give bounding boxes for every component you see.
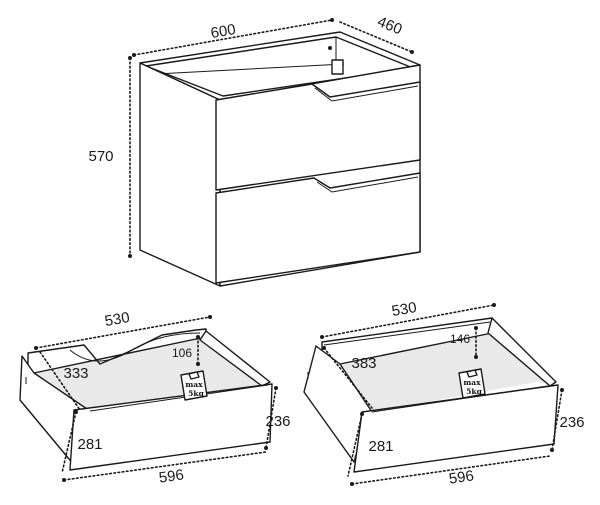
drawer-right-load-max-text: max — [463, 378, 481, 387]
drawer-right-front-label: 596 — [448, 467, 475, 487]
cabinet-width-label: 600 — [209, 21, 237, 42]
drawer-right-drawing: max 5kg 530 383 146 236 281 596 — [303, 299, 585, 488]
drawer-right-depth-label: 383 — [351, 355, 376, 372]
drawer-right-front-dimension-line — [351, 455, 551, 485]
drawer-left-depth-label: 333 — [63, 365, 88, 382]
drawer-left-height-dimension-line — [265, 387, 277, 449]
drawer-left-drawing: max 5kg 530 333 106 236 281 596 — [19, 309, 291, 487]
cabinet-lower-drawer-front — [215, 172, 421, 284]
drawer-left-front-label: 596 — [158, 466, 185, 486]
cabinet-width-dimension-line — [133, 19, 333, 56]
drawer-right-load-weight-text: 5kg — [466, 387, 482, 396]
cabinet-left-side — [139, 62, 221, 287]
drawer-left-side-dimension-line — [61, 411, 77, 474]
drawer-right-side-dimension-line — [347, 413, 363, 477]
drawer-left-height-label: 236 — [265, 413, 290, 430]
drawer-left-width-label: 530 — [103, 309, 131, 330]
cabinet-upper-handle-groove — [314, 85, 419, 102]
drawer-right-floor — [340, 333, 548, 412]
cabinet-bracket — [331, 59, 344, 75]
drawer-left-side-label: 281 — [77, 436, 102, 453]
drawer-right-width-dimension-line — [321, 304, 495, 338]
cabinet-depth-label: 460 — [375, 13, 405, 38]
drawer-left-depth-dimension-line — [39, 351, 81, 411]
cabinet-mount-hole — [328, 46, 332, 50]
drawer-right-height-label: 236 — [559, 414, 584, 431]
drawer-right-depth-dimension-line — [323, 347, 373, 409]
drawer-left-front-dimension-line — [63, 451, 267, 481]
drawer-right-width-label: 530 — [390, 299, 418, 320]
cabinet-lower-handle-groove — [316, 176, 419, 193]
drawer-left-load-max-text: max — [185, 380, 203, 389]
cabinet-upper-drawer-front — [215, 81, 421, 191]
drawer-left-load-badge: max 5kg — [180, 370, 208, 401]
drawer-right-load-badge: max 5kg — [458, 368, 486, 399]
cabinet-drawing: 600 460 570 — [88, 13, 421, 287]
drawer-right-side-label: 281 — [368, 438, 393, 455]
drawer-left-handle-depth-label: 106 — [172, 346, 192, 360]
drawer-right-handle-depth-label: 146 — [450, 332, 470, 346]
cabinet-height-label: 570 — [88, 148, 113, 165]
drawer-right-height-dimension-line — [551, 389, 563, 451]
cabinet-inner-floor-line — [155, 63, 345, 75]
cabinet-depth-dimension-line — [339, 21, 413, 53]
drawer-left-width-dimension-line — [35, 316, 211, 349]
drawer-left-load-weight-text: 5kg — [188, 389, 204, 398]
drawer-left-handle-cutout — [69, 332, 201, 362]
